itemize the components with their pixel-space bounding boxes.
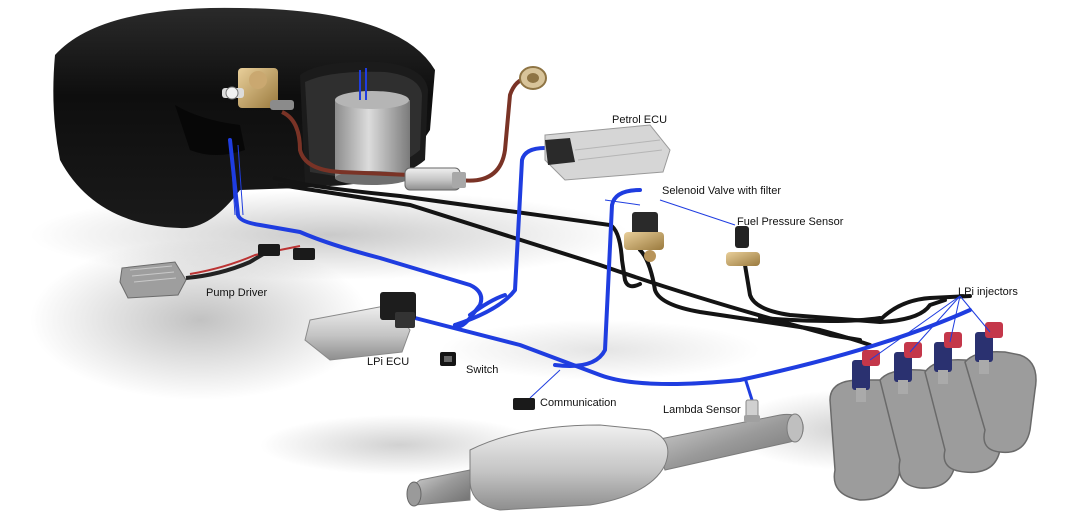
injector-icon bbox=[852, 350, 880, 402]
pump-driver-label: Pump Driver bbox=[206, 287, 268, 299]
petrol-ecu-icon bbox=[544, 124, 671, 181]
selenoid-valve-label: Selenoid Valve with filter bbox=[662, 185, 782, 197]
lpi-ecu-label: LPi ECU bbox=[367, 356, 410, 368]
exhaust-catalyst-icon bbox=[406, 413, 804, 511]
fuel-lines bbox=[273, 176, 972, 347]
fuel-pressure-sensor-label: Fuel Pressure Sensor bbox=[737, 216, 844, 228]
lambda-sensor-label: Lambda Sensor bbox=[663, 404, 741, 416]
wiring-harness bbox=[228, 138, 972, 386]
lambda-wire bbox=[743, 377, 754, 401]
switch-label: Switch bbox=[466, 364, 499, 376]
leader-lines bbox=[229, 139, 736, 226]
communication-label: Communication bbox=[540, 397, 617, 409]
lpi-ecu-icon bbox=[304, 292, 416, 361]
injector-icon bbox=[934, 332, 962, 384]
pump-driver-cable bbox=[185, 245, 301, 280]
communication-connector-icon bbox=[513, 369, 561, 410]
injector-icon bbox=[894, 342, 922, 394]
intake-manifold-icon bbox=[829, 350, 1037, 501]
pump-driver-icon bbox=[119, 261, 187, 299]
return-line bbox=[281, 110, 411, 177]
filler-line bbox=[459, 76, 528, 183]
filler-cap-icon bbox=[519, 66, 547, 90]
lpi-injectors-label: LPi injectors bbox=[958, 286, 1018, 298]
lambda-sensor-icon bbox=[744, 399, 760, 422]
switch-icon bbox=[440, 352, 456, 366]
connector-icon bbox=[258, 244, 315, 260]
selenoid-valve-icon bbox=[624, 212, 664, 262]
injector-leader-lines bbox=[869, 295, 991, 361]
petrol-ecu-label: Petrol ECU bbox=[612, 114, 668, 126]
pressure-sensor-icon bbox=[726, 226, 760, 266]
injector-icon bbox=[975, 322, 1003, 374]
lpi-injectors-group bbox=[852, 322, 1003, 402]
tank-fitting-icon bbox=[404, 167, 466, 191]
tank-multivalve-icon bbox=[222, 68, 294, 110]
